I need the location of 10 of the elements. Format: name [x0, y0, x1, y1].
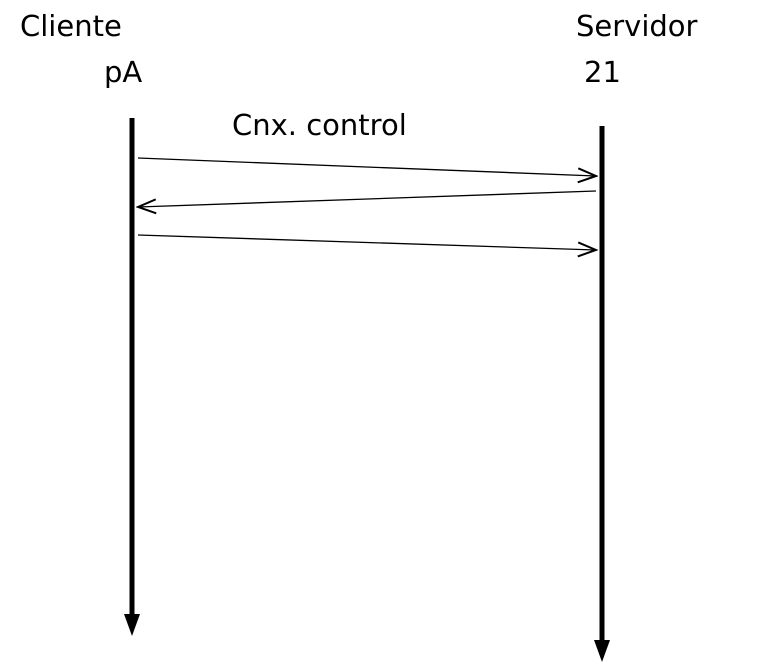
message-label: Cnx. control [232, 108, 407, 142]
participant-name: Servidor [576, 8, 698, 44]
message-arrow [137, 190, 596, 214]
port-number: 21 [584, 54, 621, 90]
message-arrow [138, 234, 597, 258]
message-arrow [138, 157, 597, 184]
participant-name: Cliente [20, 8, 122, 44]
lifeline-arrow [124, 118, 140, 636]
lifeline-arrow [594, 126, 610, 662]
port-number: pA [104, 54, 142, 90]
